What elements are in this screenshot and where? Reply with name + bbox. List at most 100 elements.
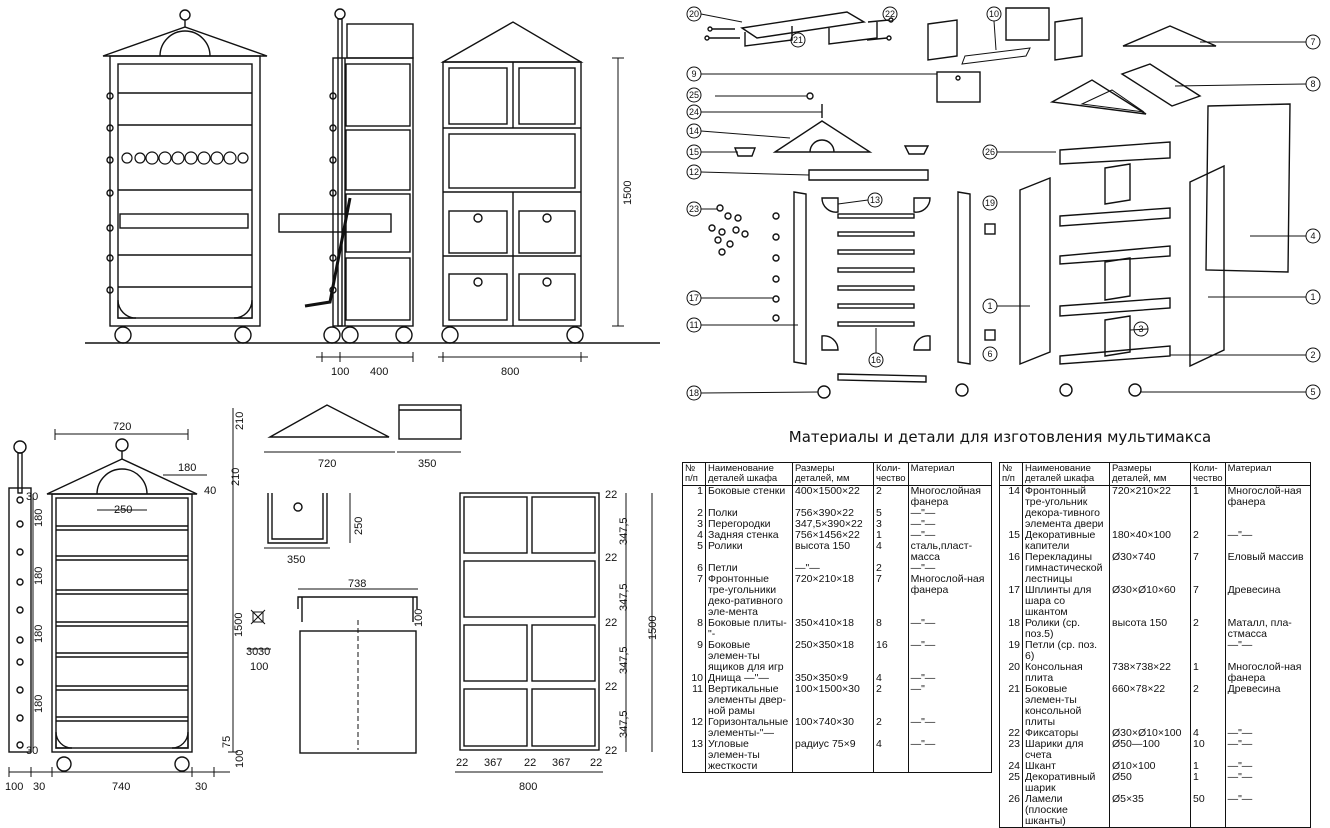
dim-front-width: 720 (113, 421, 131, 433)
cell-name: Шплинты для шара со шкантом (1022, 585, 1110, 618)
cell-material: сталь,пласт-масса (907, 541, 993, 563)
cell-num: 20 (999, 662, 1023, 684)
cell-name: Боковые стенки (705, 485, 793, 508)
callout-18: 18 (689, 388, 699, 398)
cell-size: 350×410×18 (792, 618, 874, 640)
dim-shelf-step-1: 180 (33, 509, 45, 527)
dim-rail-6: 22 (456, 757, 468, 769)
parts-table-left: № п/п Наименование деталей шкафа Размеры… (682, 462, 993, 773)
cell-name: Горизонтальные элементы-"— (705, 717, 793, 739)
callout-6: 6 (987, 349, 992, 359)
cell-size: Ø10×100 (1109, 761, 1191, 772)
cell-size: 250×350×18 (792, 640, 874, 673)
dim-cell-width-1: 367 (484, 757, 502, 769)
cell-size: Ø50—100 (1109, 739, 1191, 761)
cell-name: Перекладины гимнастической лестницы (1022, 552, 1110, 585)
dim-rail-1: 22 (605, 489, 617, 501)
cell-size: 660×78×22 (1109, 684, 1191, 728)
dim-shelf-step-3: 180 (33, 625, 45, 643)
cell-material: Многослой-ная фанера (1224, 662, 1312, 684)
cell-num: 26 (999, 794, 1023, 828)
dim-shelf-step-4: 180 (33, 695, 45, 713)
cell-name: Боковые элемен-ты ящиков для игр (705, 640, 793, 673)
callout-13: 13 (870, 195, 880, 205)
cell-size: 100×740×30 (792, 717, 874, 739)
callout-4: 4 (1310, 231, 1315, 241)
cell-name: Петли (ср. поз. 6) (1022, 640, 1110, 662)
dim-bolt-a: 30 (246, 646, 258, 658)
cell-material: Маталл, пла-стмасса (1224, 618, 1312, 640)
cell-size: 720×210×22 (1109, 485, 1191, 530)
cell-num: 18 (999, 618, 1023, 640)
callout-9: 9 (691, 69, 696, 79)
cell-material: —"— (1224, 772, 1312, 794)
callout-20: 20 (689, 9, 699, 19)
cell-size: радиус 75×9 (792, 739, 874, 773)
cell-size: 756×1456×22 (792, 530, 874, 541)
cell-num: 25 (999, 772, 1023, 794)
cell-material: —"— (907, 618, 993, 640)
cell-material: Древесина (1224, 684, 1312, 728)
callout-1a: 1 (987, 301, 992, 311)
header-material: Материал (1224, 462, 1312, 486)
cell-qty: 4 (873, 739, 909, 773)
dim-edge-left: 30 (33, 781, 45, 793)
back-panel-drawing (455, 492, 653, 773)
cell-name: Вертикальные элементы двер-ной рамы (705, 684, 793, 717)
cell-name: Боковые плиты-"- (705, 618, 793, 640)
header-size: Размеры деталей, мм (792, 462, 874, 486)
cell-qty: 2 (1190, 684, 1226, 728)
callout-markers (686, 6, 1321, 401)
dim-depth-side: 100 (331, 366, 349, 378)
dimension-labels: 100 400 800 1500 720 180 40 250 210 1500… (5, 181, 659, 793)
cell-name: Угловые элемен-ты жесткости (705, 739, 793, 773)
cell-size: высота 150 (792, 541, 874, 563)
callout-8: 8 (1310, 79, 1315, 89)
cell-material: Еловый массив (1224, 552, 1312, 585)
cell-size: 756×390×22 (792, 508, 874, 519)
callout-5: 5 (1310, 387, 1315, 397)
back-view (438, 21, 624, 362)
callout-17: 17 (689, 293, 699, 303)
callout-12: 12 (689, 167, 699, 177)
cell-num: 5 (682, 541, 706, 563)
callout-14: 14 (689, 126, 699, 136)
dim-rail-5: 22 (605, 745, 617, 757)
cell-name: Фронтонный тре-угольник декора-тивного э… (1022, 485, 1110, 530)
parts-table-right: № п/п Наименование деталей шкафа Размеры… (999, 462, 1312, 828)
callout-22: 22 (885, 9, 895, 19)
cell-qty: 10 (1190, 739, 1226, 761)
cell-qty: 7 (1190, 552, 1226, 585)
dim-pediment-height: 210 (234, 412, 246, 430)
cell-name: Шарики для счета (1022, 739, 1110, 761)
dim-capital: 180 (178, 462, 196, 474)
header-material: Материал (907, 462, 993, 486)
cell-qty: 2 (873, 485, 909, 508)
dim-drawer-width: 350 (287, 554, 305, 566)
dim-cell-width-2: 367 (552, 757, 570, 769)
cell-material: —" (907, 684, 993, 717)
callout-11: 11 (689, 320, 698, 330)
callout-25: 25 (689, 90, 699, 100)
cell-material: Древесина (1224, 585, 1312, 618)
dim-plinth-top: 210 (230, 468, 242, 486)
header-qty: Коли-чество (1190, 462, 1226, 486)
cell-material: —"— (907, 717, 993, 739)
cell-qty: 2 (1190, 530, 1226, 552)
cell-size: 100×1500×30 (792, 684, 874, 717)
cell-size: 738×738×22 (1109, 662, 1191, 684)
dim-foot-height: 100 (234, 750, 246, 768)
callout-3: 3 (1138, 324, 1143, 334)
